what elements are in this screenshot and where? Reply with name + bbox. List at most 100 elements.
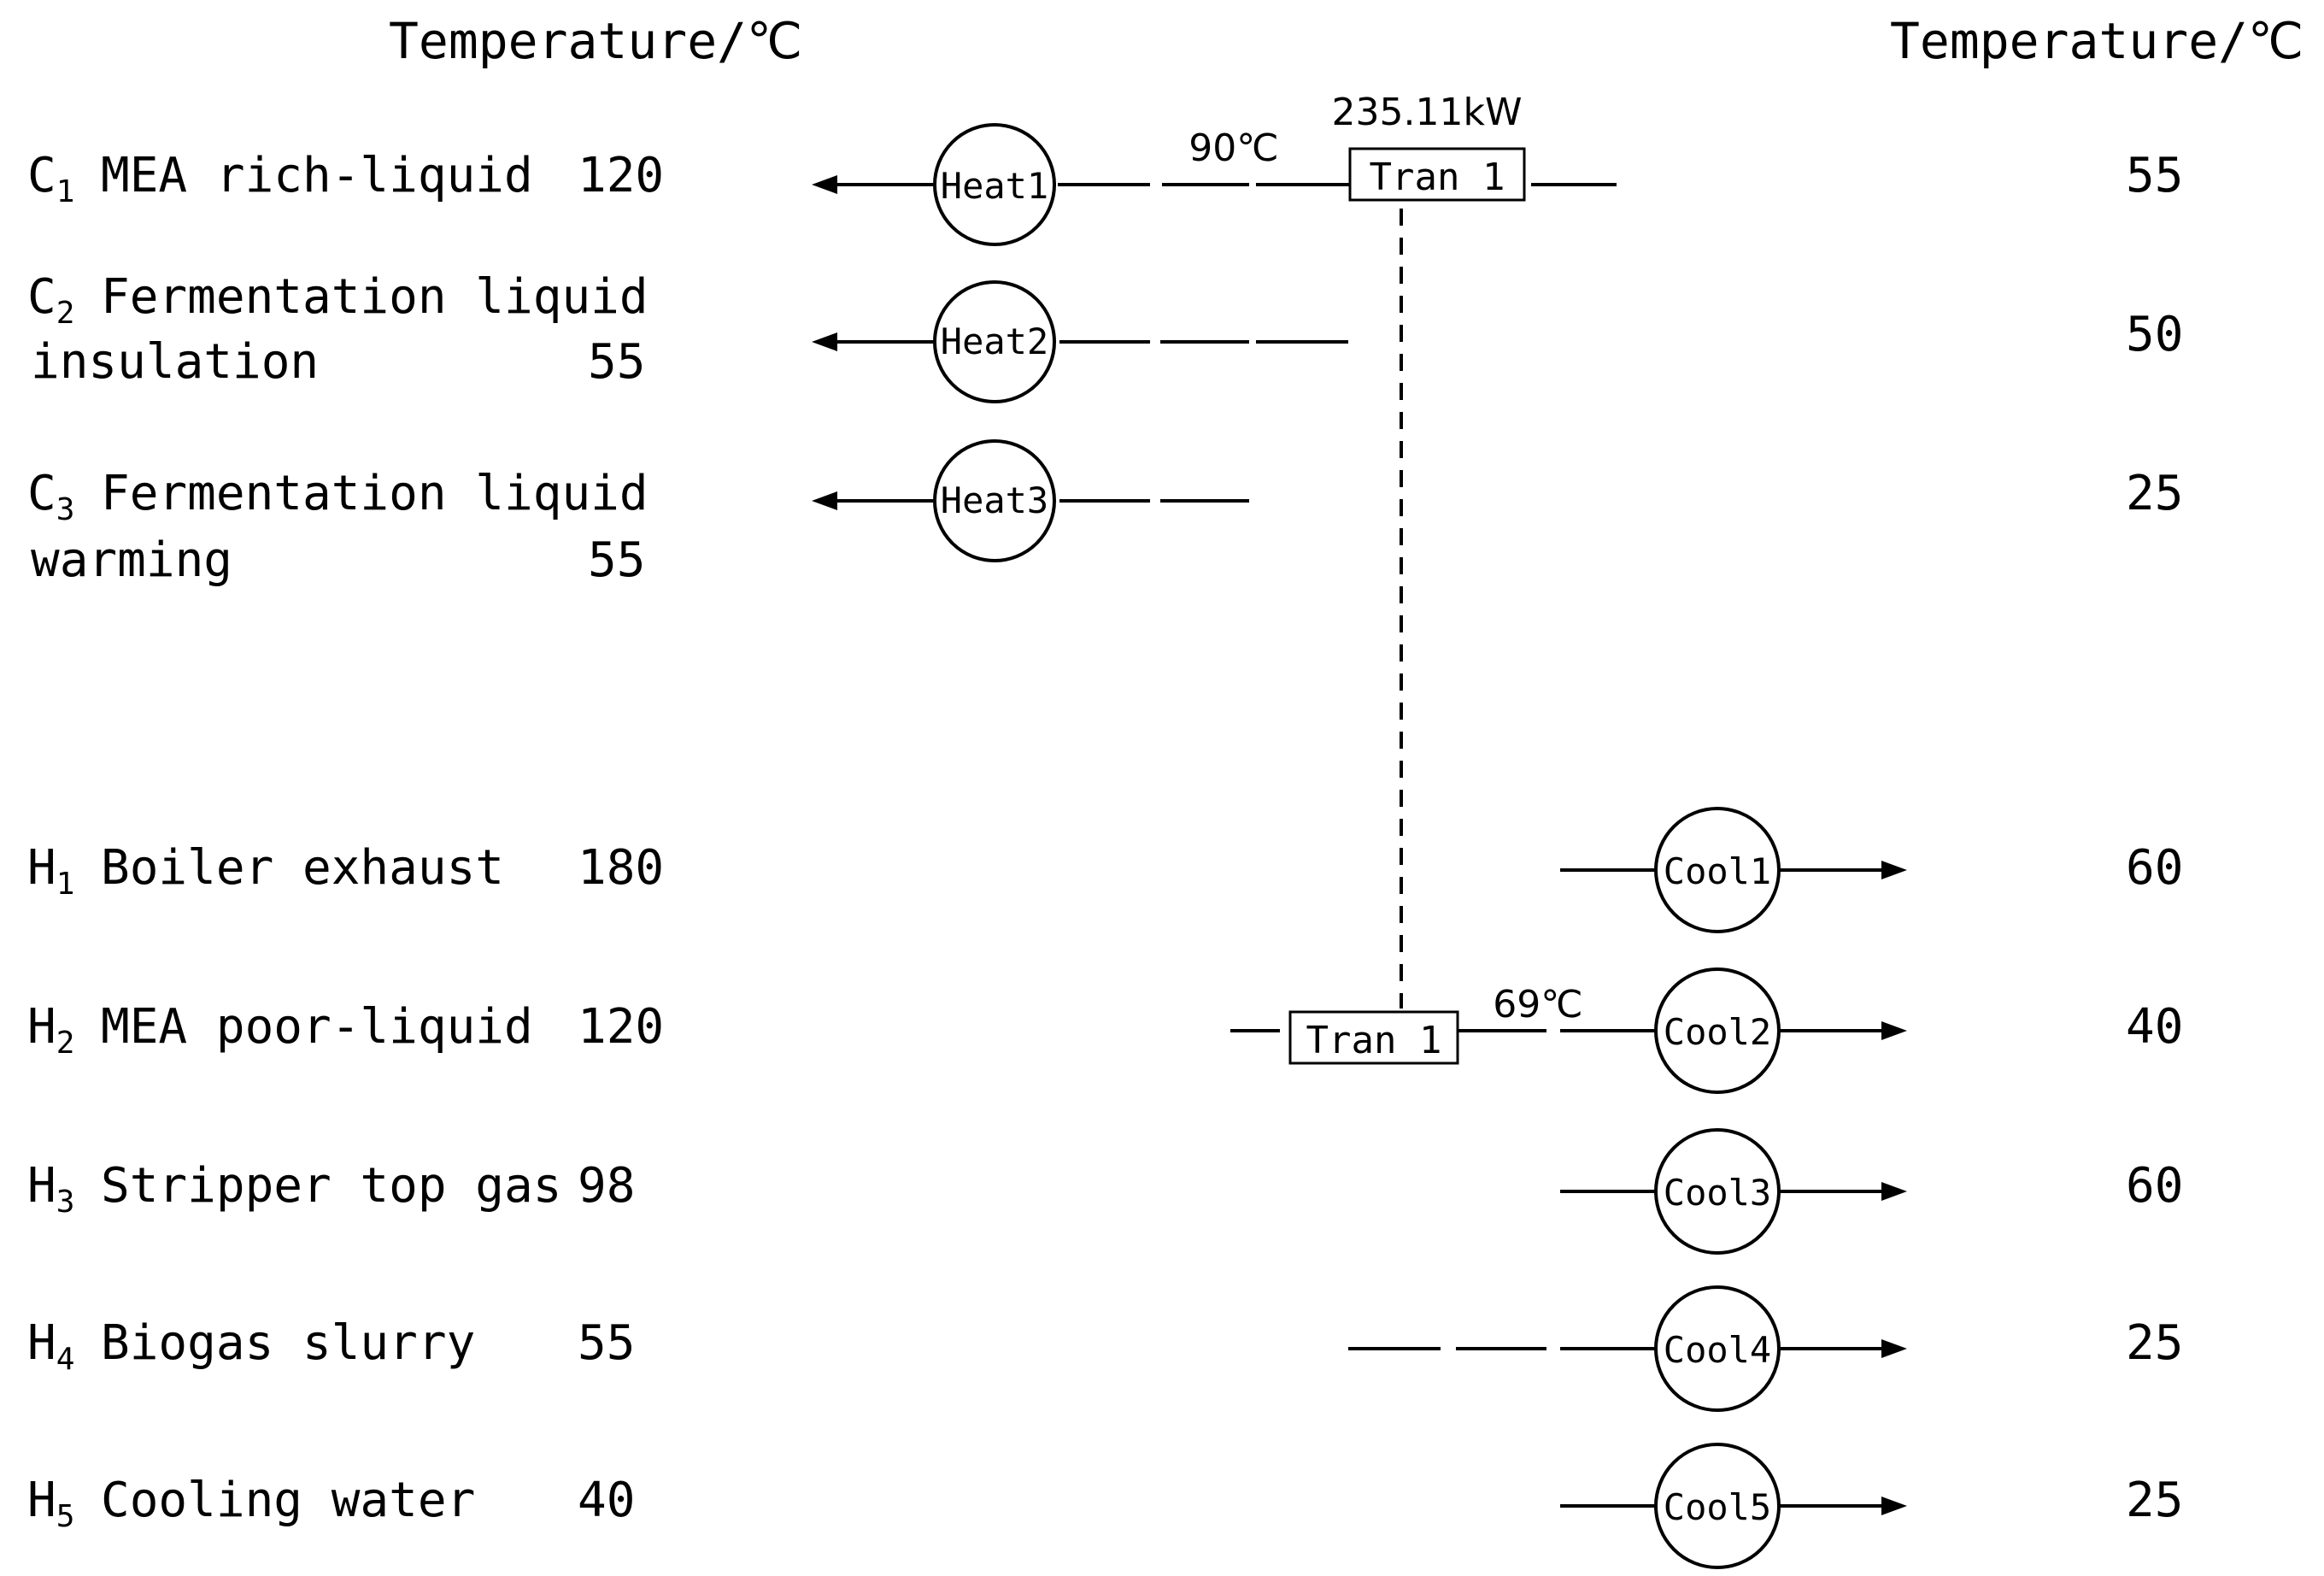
hot-stream-h4-label: H4 Biogas slurry 55 xyxy=(27,1315,635,1377)
target-temperature-h3: 60 xyxy=(2126,1158,2183,1214)
hot-stream-h2-label: H2 MEA poor-liquid 120 xyxy=(27,999,664,1061)
hot-stream-h2-line xyxy=(1230,1021,1907,1040)
cooler-cool5: Cool5 xyxy=(1654,1443,1781,1569)
target-temperature-h1: 60 xyxy=(2126,840,2183,896)
hot-stream-h3-label: H3 Stripper top gas 98 xyxy=(27,1158,635,1220)
cooler-label: Cool4 xyxy=(1664,1329,1771,1371)
exchanger-label: Tran 1 xyxy=(1306,1019,1442,1062)
arrow-right-icon xyxy=(1881,1021,1907,1040)
stream-symbol: H xyxy=(27,1473,56,1528)
arrow-left-icon xyxy=(812,332,837,351)
stream-symbol: H xyxy=(27,1158,56,1214)
svg-text:C1: C1 xyxy=(27,148,74,209)
heater-label: Heat1 xyxy=(941,165,1048,207)
cooler-label: Cool1 xyxy=(1664,850,1771,892)
right-temperature-header: Temperature/℃ xyxy=(1890,12,2303,70)
exchanger-label: Tran 1 xyxy=(1370,156,1505,199)
cold-stream-c3-label: C3 Fermentation liquid warming 55 xyxy=(27,466,648,588)
exchanger-tran1-cold-side: Tran 1 xyxy=(1348,147,1526,202)
stream-name: Boiler exhaust xyxy=(101,840,504,896)
stream-name: Stripper top gas xyxy=(101,1158,561,1214)
hot-stream-h1-line xyxy=(1560,861,1907,879)
cooler-label: Cool3 xyxy=(1664,1172,1771,1214)
cold-stream-c1-label: C1 MEA rich-liquid 120 xyxy=(27,148,664,209)
stream-name-line2: warming xyxy=(31,532,232,588)
cold-stream-c3-line xyxy=(812,491,1249,510)
arrow-left-icon xyxy=(812,491,837,510)
supply-temperature: 180 xyxy=(578,840,664,896)
svg-text:H2: H2 xyxy=(27,999,74,1061)
heater-label: Heat3 xyxy=(941,479,1048,521)
svg-text:H1: H1 xyxy=(27,840,74,902)
target-temperature-c3: 25 xyxy=(2126,466,2183,521)
stream-name: Biogas slurry xyxy=(101,1315,475,1371)
heater-heat1: Heat1 xyxy=(933,123,1056,246)
cold-stream-c1-line xyxy=(812,175,1617,194)
stream-subscript: 1 xyxy=(56,174,75,209)
stream-symbol: H xyxy=(27,1315,56,1371)
stream-symbol: C xyxy=(27,269,56,325)
hot-stream-h5-line xyxy=(1560,1497,1907,1515)
cooler-cool4: Cool4 xyxy=(1654,1285,1781,1412)
arrow-right-icon xyxy=(1881,861,1907,879)
supply-temperature: 98 xyxy=(578,1158,635,1214)
hot-stream-h4-line xyxy=(1348,1339,1907,1358)
cooler-cool1: Cool1 xyxy=(1654,807,1781,933)
arrow-right-icon xyxy=(1881,1497,1907,1515)
arrow-right-icon xyxy=(1881,1182,1907,1201)
cold-outlet-temperature: 90℃ xyxy=(1188,126,1278,170)
left-temperature-header: Temperature/℃ xyxy=(389,12,802,70)
cooler-label: Cool5 xyxy=(1664,1486,1771,1528)
stream-subscript: 3 xyxy=(56,1185,75,1220)
heater-heat3: Heat3 xyxy=(933,439,1056,562)
stream-subscript: 5 xyxy=(56,1499,75,1534)
supply-temperature: 55 xyxy=(588,334,645,390)
stream-symbol: H xyxy=(27,840,56,896)
arrow-right-icon xyxy=(1881,1339,1907,1358)
supply-temperature: 55 xyxy=(578,1315,635,1371)
cold-stream-c2-line xyxy=(812,332,1348,351)
svg-text:C3: C3 xyxy=(27,466,74,527)
hot-stream-h3-line xyxy=(1560,1182,1907,1201)
target-temperature-h4: 25 xyxy=(2126,1315,2183,1371)
target-temperature-h5: 25 xyxy=(2126,1473,2183,1528)
stream-name: Fermentation liquid xyxy=(101,269,648,325)
stream-name: MEA poor-liquid xyxy=(101,999,533,1055)
heater-heat2: Heat2 xyxy=(933,280,1056,403)
stream-subscript: 4 xyxy=(56,1342,75,1377)
stream-subscript: 2 xyxy=(56,296,75,331)
target-temperatures: 55 50 25 60 40 60 25 25 xyxy=(2126,148,2183,1528)
target-temperature-h2: 40 xyxy=(2126,999,2183,1055)
hot-stream-h1-label: H1 Boiler exhaust 180 xyxy=(27,840,664,902)
svg-text:H5: H5 xyxy=(27,1473,74,1534)
stream-name: Fermentation liquid xyxy=(101,466,648,521)
svg-text:H4: H4 xyxy=(27,1315,74,1377)
supply-temperature: 40 xyxy=(578,1473,635,1528)
hot-outlet-temperature: 69℃ xyxy=(1493,983,1582,1026)
supply-temperature: 55 xyxy=(588,532,645,588)
supply-temperature: 120 xyxy=(578,148,664,203)
exchanger-duty: 235.11kW xyxy=(1332,91,1523,134)
stream-symbol: H xyxy=(27,999,56,1055)
cooler-cool3: Cool3 xyxy=(1654,1128,1781,1255)
stream-name-line2: insulation xyxy=(31,334,319,390)
hot-stream-h5-label: H5 Cooling water 40 xyxy=(27,1473,635,1534)
target-temperature-c1: 55 xyxy=(2126,148,2183,203)
stream-subscript: 3 xyxy=(56,492,75,527)
stream-name: Cooling water xyxy=(101,1473,475,1528)
cold-stream-c2-label: C2 Fermentation liquid insulation 55 xyxy=(27,269,648,390)
svg-text:C2: C2 xyxy=(27,269,74,331)
arrow-left-icon xyxy=(812,175,837,194)
cooler-label: Cool2 xyxy=(1664,1011,1771,1053)
svg-text:H3: H3 xyxy=(27,1158,74,1220)
stream-symbol: C xyxy=(27,148,56,203)
cooler-cool2: Cool2 xyxy=(1654,967,1781,1094)
stream-subscript: 2 xyxy=(56,1026,75,1061)
stream-name: MEA rich-liquid xyxy=(101,148,533,203)
stream-subscript: 1 xyxy=(56,867,75,902)
supply-temperature: 120 xyxy=(578,999,664,1055)
stream-symbol: C xyxy=(27,466,56,521)
target-temperature-c2: 50 xyxy=(2126,307,2183,362)
exchanger-tran1-hot-side: Tran 1 xyxy=(1288,1010,1459,1065)
